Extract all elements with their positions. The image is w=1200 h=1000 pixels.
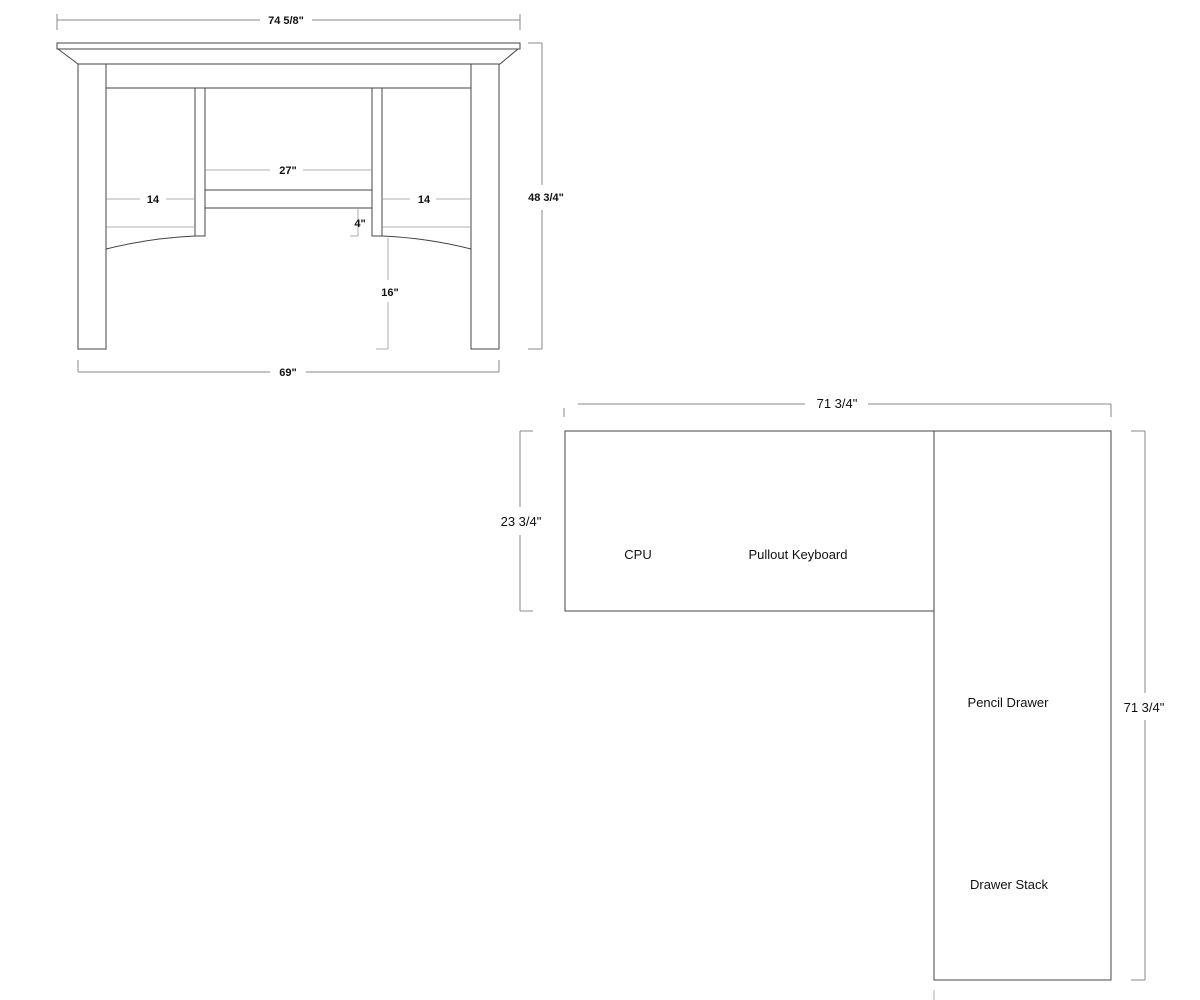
right-pedestal-panel xyxy=(371,87,383,237)
base-width-dimension: 69" xyxy=(77,360,500,379)
left-side-dimension: 14 xyxy=(147,194,160,206)
clearance-dimension: 16" xyxy=(376,238,399,350)
overall-width-label: 74 5/8" xyxy=(268,15,304,27)
left-arch xyxy=(105,235,196,250)
left-pedestal-panel xyxy=(194,87,206,237)
overall-width-dimension: 74 5/8" xyxy=(56,14,521,30)
plan-width-dimension: 71 3/4" xyxy=(563,396,1112,417)
apron-drop-dimension: 4" xyxy=(350,208,366,237)
desk-outline xyxy=(564,430,1112,981)
plan-return-dimension: 71 3/4" xyxy=(1124,430,1165,981)
apron-drop-label: 4" xyxy=(354,218,365,230)
right-side-dimension: 14 xyxy=(418,194,431,206)
plan-depth-dimension: 23 3/4" xyxy=(501,430,542,612)
keyboard-tray xyxy=(204,189,373,209)
height-label: 48 3/4" xyxy=(528,192,564,204)
left-leg xyxy=(77,63,107,350)
desk-top-slab xyxy=(56,42,521,65)
knee-opening: 27" xyxy=(204,165,373,209)
height-dimension: 48 3/4" xyxy=(528,42,564,350)
right-arch xyxy=(381,235,472,250)
pencil-drawer-label: Pencil Drawer xyxy=(968,695,1050,710)
drawer-stack-label: Drawer Stack xyxy=(970,877,1049,892)
front-elevation: 74 5/8" 14 14 xyxy=(56,14,564,379)
knee-opening-dimension: 27" xyxy=(279,165,296,177)
clearance-label: 16" xyxy=(381,287,398,299)
plan-return-label: 71 3/4" xyxy=(1124,700,1165,715)
right-leg xyxy=(470,63,500,350)
side-shelves: 14 14 xyxy=(106,194,471,228)
cpu-label: CPU xyxy=(624,547,651,562)
plan-depth-label: 23 3/4" xyxy=(501,514,542,529)
base-width-label: 69" xyxy=(279,367,296,379)
plan-width-label: 71 3/4" xyxy=(817,396,858,411)
pullout-keyboard-label: Pullout Keyboard xyxy=(748,547,847,562)
plan-view: 71 3/4" 23 3/4" 71 3/4" CPU Pullout Keyb… xyxy=(501,396,1165,1000)
